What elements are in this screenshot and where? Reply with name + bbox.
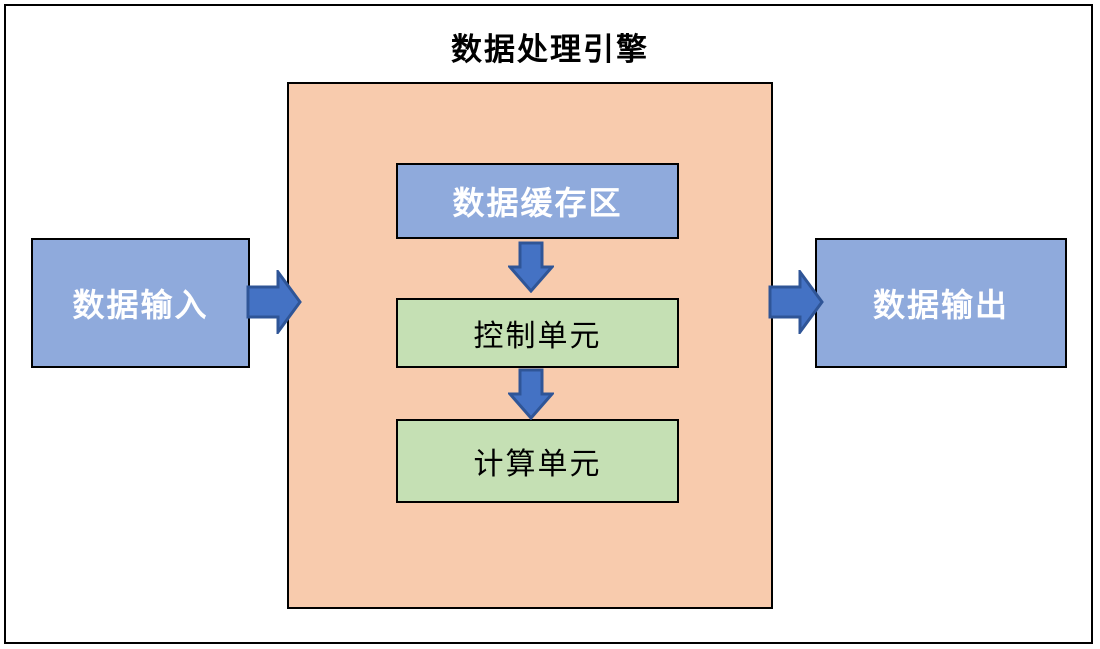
flow-arrow-right-icon [768,270,824,334]
node-data-buffer: 数据缓存区 [396,163,679,239]
diagram-title: 数据处理引擎 [451,32,649,67]
node-compute-unit: 计算单元 [396,419,679,503]
node-data-input: 数据输入 [31,238,250,368]
node-data-buffer-label: 数据缓存区 [452,185,623,221]
node-data-output: 数据输出 [815,238,1067,368]
node-control-unit-label: 控制单元 [473,320,602,353]
node-compute-unit-label: 计算单元 [473,448,602,481]
diagram-border-frame [4,4,1093,644]
flow-arrow-right-icon [246,270,302,334]
node-data-output-label: 数据输出 [872,287,1009,323]
node-data-input-label: 数据输入 [72,287,209,323]
flow-arrow-down-icon [508,368,554,420]
flow-arrow-down-icon [508,241,554,293]
node-control-unit: 控制单元 [396,298,679,368]
